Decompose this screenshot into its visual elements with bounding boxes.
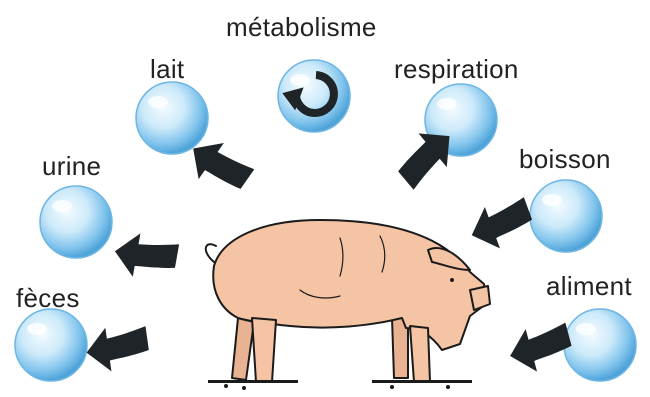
bubble-milk [136, 82, 208, 154]
label-feed: aliment [546, 271, 632, 302]
label-feces: fèces [16, 283, 80, 314]
ground [208, 380, 472, 390]
pig-illustration [206, 220, 490, 382]
arrow-from-feed [504, 319, 575, 378]
bubble-drink [530, 180, 602, 252]
label-urine: urine [42, 151, 101, 182]
arrow-from-drink [464, 193, 537, 256]
label-drink: boisson [519, 144, 611, 175]
label-metabolism: métabolisme [226, 12, 377, 43]
bubble-feces [15, 309, 87, 381]
label-respiration: respiration [394, 54, 519, 85]
bubble-urine [40, 186, 112, 258]
arrow-to-feces [84, 322, 152, 374]
arrow-to-urine [111, 230, 180, 284]
bubble-feed [564, 309, 636, 381]
label-milk: lait [150, 54, 184, 85]
